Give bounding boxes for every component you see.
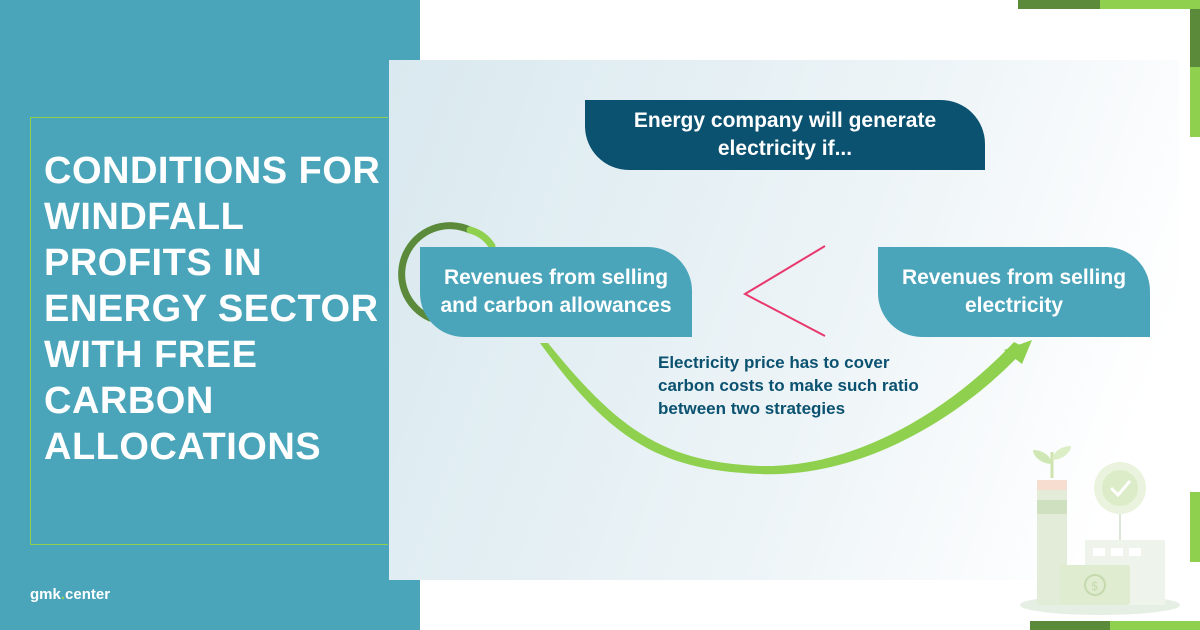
corner-bar-top-light bbox=[1100, 0, 1200, 9]
electricity-revenue-box: Revenues from selling electricity bbox=[878, 247, 1150, 337]
left-arc-light bbox=[466, 226, 496, 250]
corner-bar-bottom-light bbox=[1110, 621, 1200, 630]
explanation-note: Electricity price has to cover carbon co… bbox=[658, 353, 919, 418]
corner-bar-side bbox=[1190, 9, 1200, 67]
left-arc-dark bbox=[398, 222, 474, 322]
title-frame bbox=[30, 117, 388, 545]
left-panel bbox=[0, 0, 420, 630]
brand-name: gmk bbox=[30, 586, 61, 603]
brand-suffix: center bbox=[65, 586, 111, 603]
less-than-sign bbox=[742, 245, 826, 337]
corner-bar-side-light bbox=[1190, 67, 1200, 137]
corner-bar-bottom-side bbox=[1190, 492, 1200, 562]
page-title: CONDITIONS FOR WINDFALL PROFITS IN ENERG… bbox=[44, 150, 381, 468]
factory-with-plant-and-checkmark-icon: $ bbox=[1020, 446, 1180, 615]
allowances-revenue-box: Revenues from selling and carbon allowan… bbox=[420, 247, 692, 337]
brand-logo: gmk.center bbox=[30, 586, 110, 603]
svg-text:$: $ bbox=[1091, 579, 1099, 593]
condition-box: Energy company will generate electricity… bbox=[585, 100, 985, 170]
brand-dot: . bbox=[60, 586, 66, 603]
curved-arrow-head bbox=[1004, 340, 1032, 364]
